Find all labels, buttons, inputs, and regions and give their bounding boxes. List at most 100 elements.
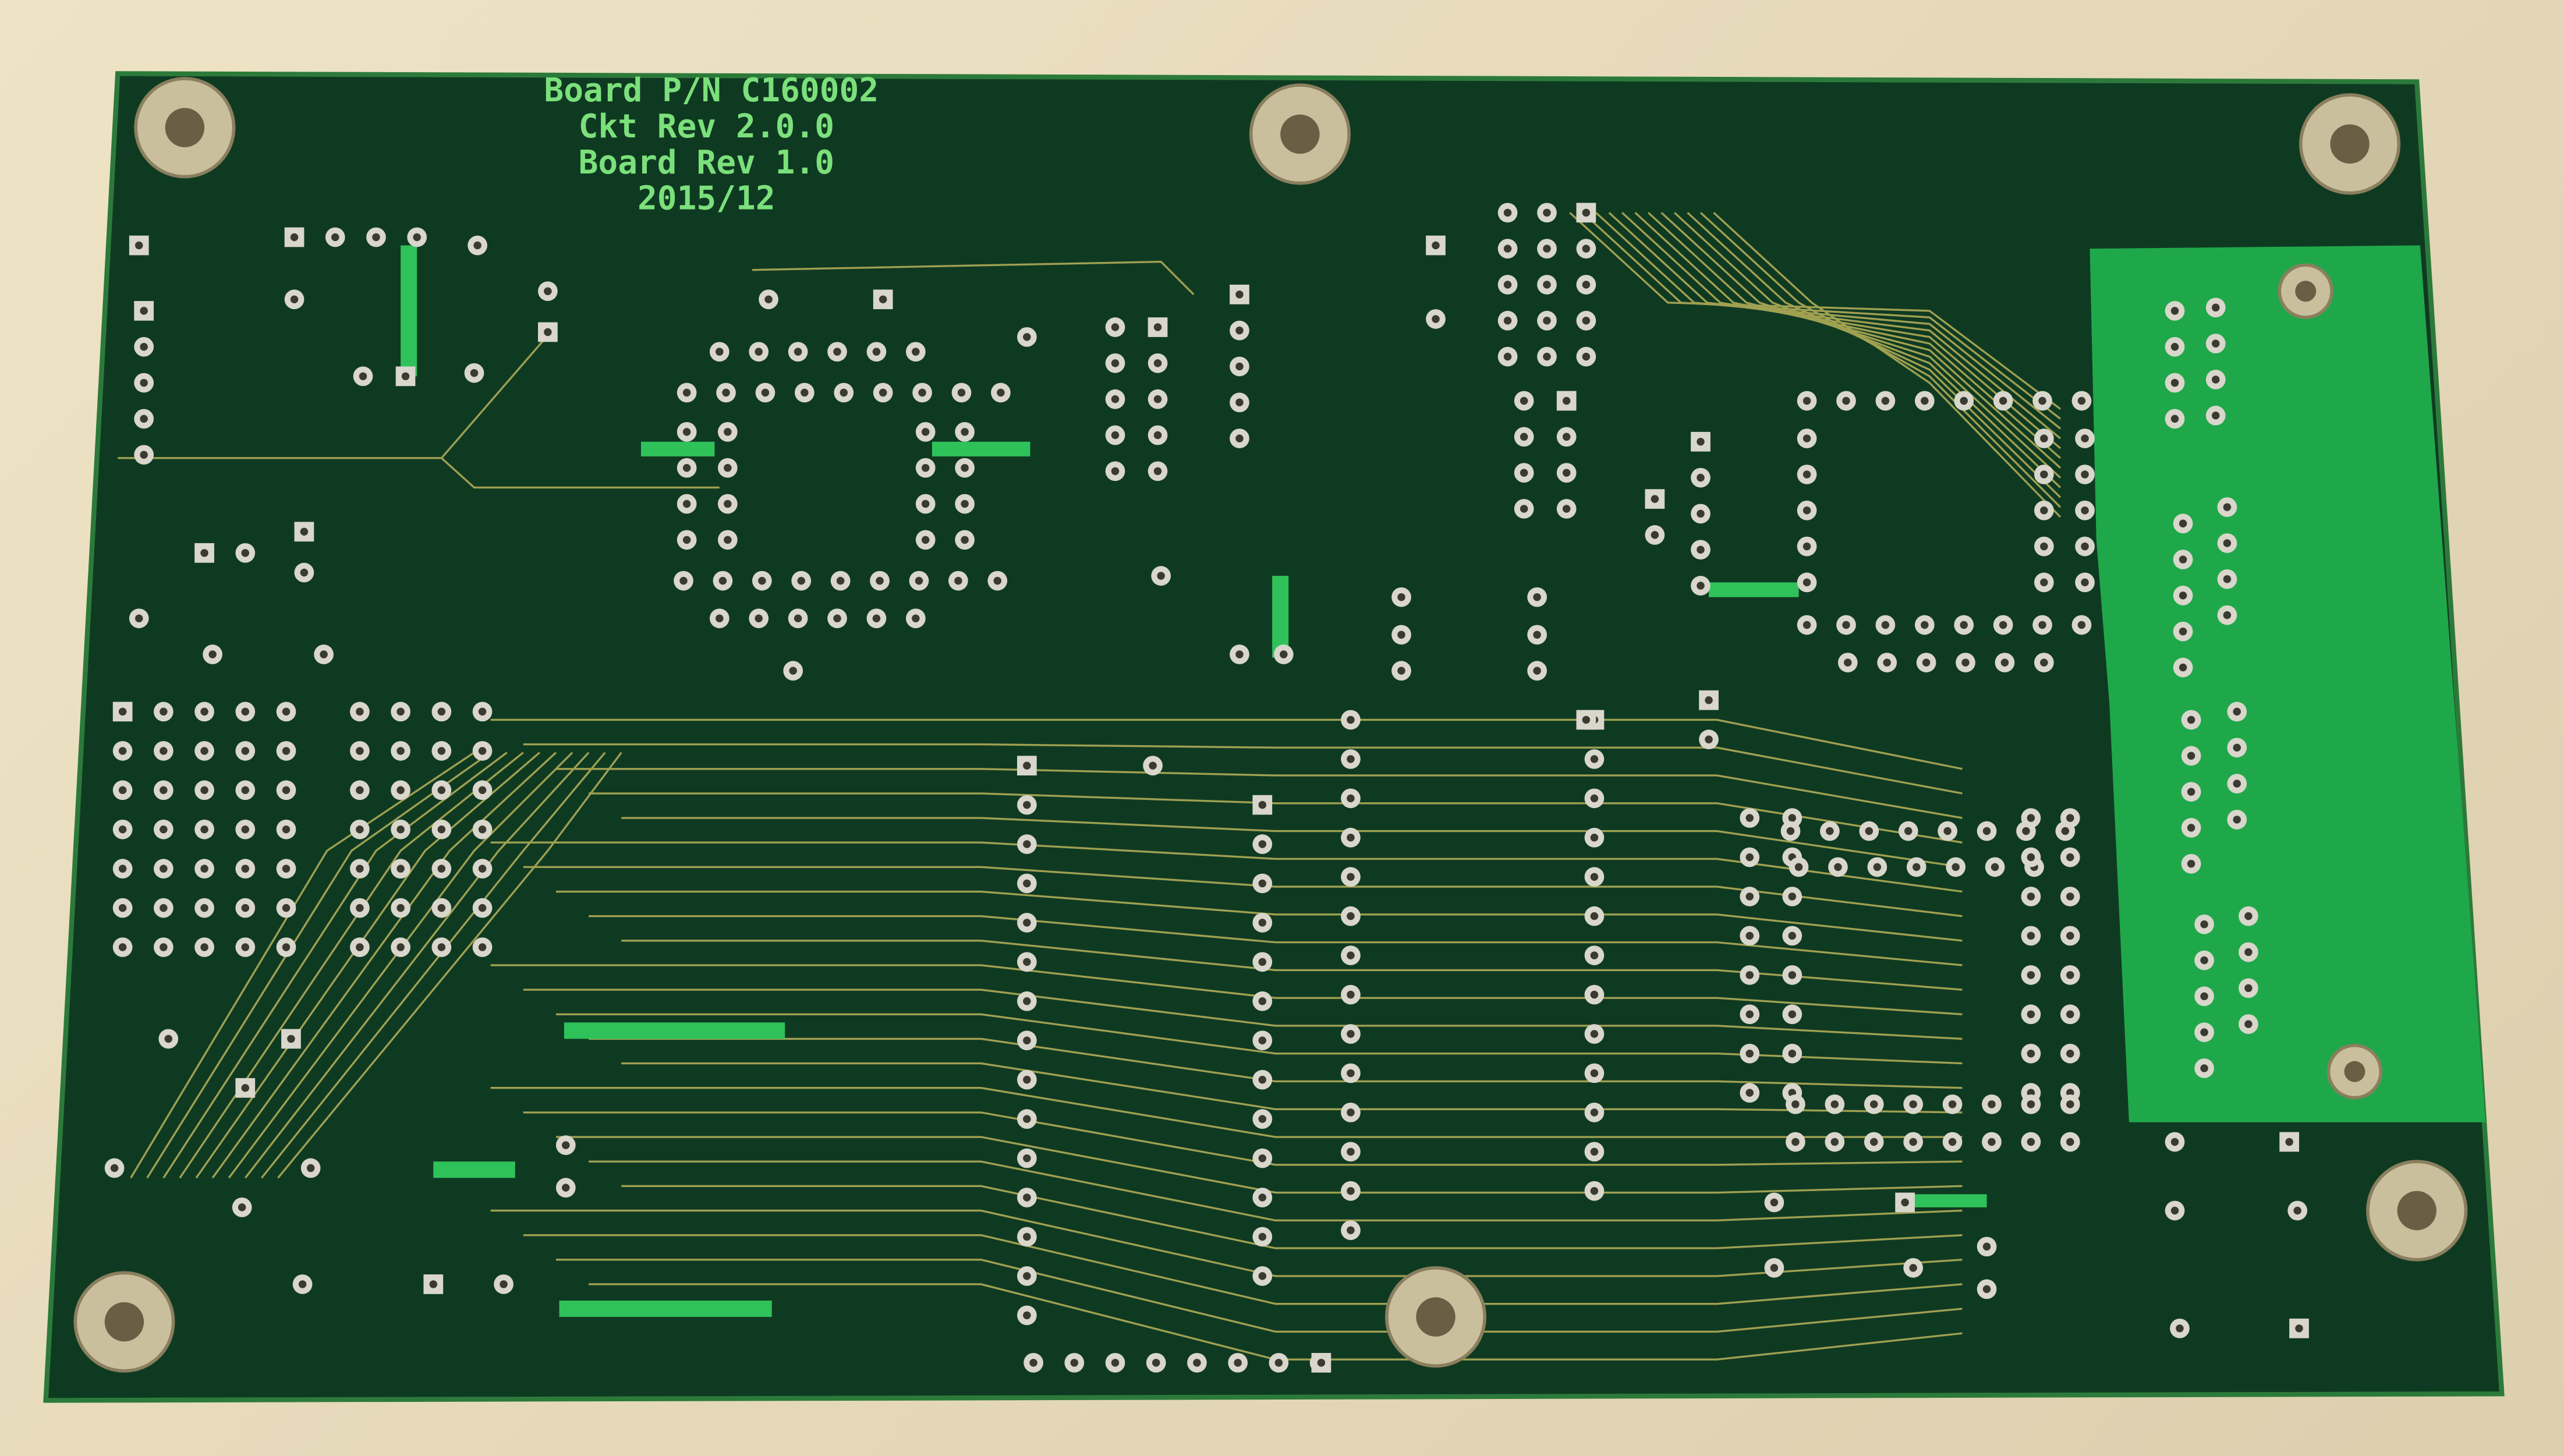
via-hole: [473, 241, 481, 250]
trace: [490, 718, 1963, 770]
via-hole: [356, 707, 364, 716]
via-hole: [2040, 578, 2048, 587]
via-hole: [1023, 1115, 1031, 1123]
via-hole: [140, 307, 148, 315]
via-hole: [1788, 1049, 1797, 1058]
via-hole: [1347, 951, 1355, 959]
via-hole: [2200, 920, 2208, 929]
via-hole: [1705, 735, 1713, 743]
via-hole: [1347, 1030, 1355, 1038]
via-hole: [872, 348, 881, 356]
via-hole: [2081, 434, 2089, 442]
via-hole: [1023, 919, 1031, 927]
via-hole: [200, 707, 208, 716]
via-hole: [2187, 824, 2195, 832]
via-hole: [160, 865, 168, 873]
via-hole: [1770, 1264, 1779, 1272]
trace: [589, 1160, 1963, 1222]
via-hole: [1258, 919, 1267, 927]
via-hole: [2170, 342, 2179, 351]
via-hole: [2081, 506, 2089, 515]
via-hole: [1258, 997, 1267, 1005]
via-hole: [140, 451, 148, 459]
via-hole: [1533, 667, 1541, 675]
via-hole: [1590, 1108, 1599, 1117]
via-hole: [118, 904, 127, 912]
via-hole: [1432, 315, 1440, 323]
via-hole: [1788, 971, 1797, 979]
via-hole: [1533, 630, 1541, 639]
via-hole: [396, 707, 405, 716]
via-hole: [1543, 317, 1551, 325]
via-hole: [794, 348, 802, 356]
via-hole: [1582, 317, 1591, 325]
via-hole: [282, 747, 291, 755]
via-hole: [320, 650, 328, 658]
via-hole: [1023, 997, 1031, 1005]
via-hole: [1347, 1069, 1355, 1078]
via-hole: [2040, 434, 2048, 442]
mounting-hole-center: [1416, 1297, 1455, 1337]
via-hole: [1881, 621, 1890, 629]
trace: [490, 1209, 1963, 1277]
via-hole: [2244, 912, 2253, 920]
via-hole: [2027, 1010, 2035, 1019]
via-hole: [724, 463, 732, 472]
via-hole: [478, 747, 487, 755]
copper-strip: [1897, 1194, 1987, 1207]
via-hole: [1111, 395, 1120, 403]
via-hole: [2176, 1324, 2184, 1333]
via-hole: [1830, 1100, 1839, 1108]
via-hole: [1543, 245, 1551, 253]
via-hole: [356, 865, 364, 873]
via-hole: [2170, 307, 2179, 315]
via-hole: [1791, 1138, 1800, 1146]
via-hole: [396, 825, 405, 834]
via-hole: [1582, 715, 1591, 724]
trace: [523, 1111, 1963, 1166]
via-hole: [437, 825, 446, 834]
via-hole: [1590, 951, 1599, 959]
trace: [162, 752, 508, 1179]
trace: [1608, 212, 2062, 440]
via-hole: [118, 825, 127, 834]
via-hole: [961, 536, 969, 544]
via-hole: [718, 576, 727, 585]
via-hole: [1921, 396, 1929, 405]
via-hole: [1347, 755, 1355, 763]
via-hole: [1982, 1242, 1991, 1251]
via-hole: [1904, 827, 1913, 835]
via-hole: [2295, 1324, 2303, 1333]
trace: [277, 752, 622, 1179]
via-hole: [1961, 658, 1970, 667]
board-rev-label: Board Rev 1.0: [579, 144, 835, 182]
via-hole: [1745, 1010, 1754, 1019]
via-hole: [478, 786, 487, 795]
via-hole: [1503, 317, 1512, 325]
via-hole: [1590, 834, 1599, 842]
via-hole: [544, 328, 552, 336]
via-hole: [1745, 892, 1754, 901]
via-hole: [1590, 990, 1599, 999]
via-hole: [1913, 863, 1921, 872]
via-hole: [1023, 333, 1031, 341]
via-hole: [1543, 352, 1551, 361]
via-hole: [1697, 545, 1705, 554]
via-hole: [1869, 1138, 1878, 1146]
via-hole: [954, 576, 962, 585]
via-hole: [241, 786, 250, 795]
via-hole: [1280, 650, 1288, 658]
via-hole: [1948, 1100, 1957, 1108]
via-hole: [1745, 1089, 1754, 1097]
via-hole: [1948, 1138, 1957, 1146]
trace: [589, 915, 1963, 966]
via-hole: [241, 825, 250, 834]
trace: [118, 334, 720, 489]
via-hole: [1562, 469, 1571, 477]
via-hole: [1023, 1075, 1031, 1084]
via-hole: [1960, 396, 1968, 405]
via-hole: [921, 499, 930, 508]
via-hole: [298, 1280, 307, 1288]
via-hole: [1943, 827, 1952, 835]
